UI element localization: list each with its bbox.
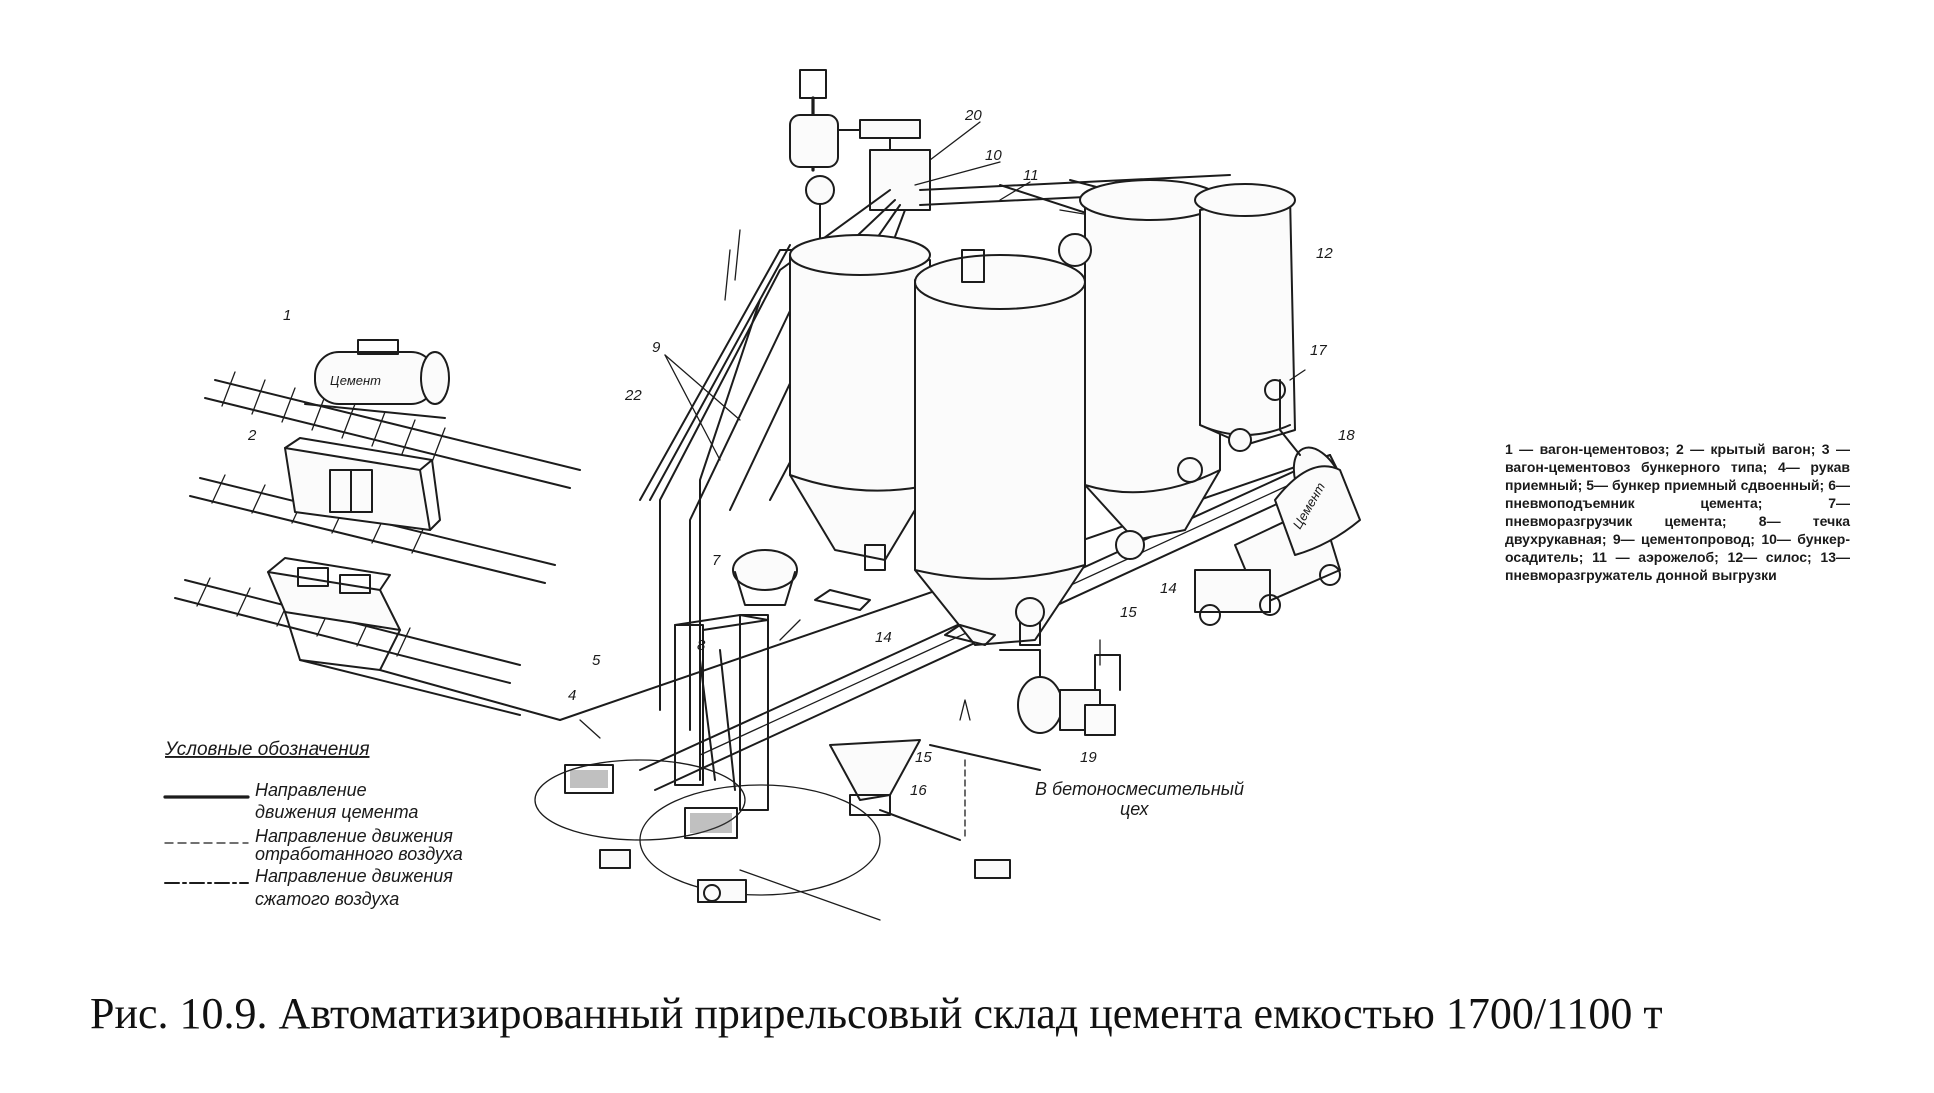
explanation-item: 1 — вагон-цементовоз; [1505, 441, 1676, 457]
callout-22: 22 [624, 387, 642, 404]
component-explanation: 1 — вагон-цементовоз; 2 — крытый вагон; … [1505, 440, 1850, 584]
callout-12: 12 [1316, 245, 1333, 262]
explanation-item: 5— бункер приемный сдвоенный; [1586, 477, 1829, 493]
legend-used-air-line-1: Направление движения [255, 826, 453, 846]
callout-9: 9 [652, 339, 661, 356]
rail-tracks [174, 371, 581, 684]
callout-15a: 15 [1120, 604, 1137, 621]
explanation-item: 8— течка двухрукавная; [1505, 513, 1850, 547]
callout-10: 10 [985, 147, 1002, 164]
explanation-item: 4— рукав приемный; [1505, 459, 1850, 493]
explanation-item: 13— пневморазгружатель донной выгрузки [1505, 549, 1850, 583]
silo-3 [1058, 179, 1221, 541]
callout-8: 8 [697, 637, 706, 654]
explanation-item: 12— силос; [1727, 549, 1821, 565]
silo-1 [789, 234, 931, 571]
ground-equipment [599, 849, 1011, 921]
cement-truck: Цемент [1194, 379, 1361, 626]
symbol-legend: Условные обозначения Направление движени… [163, 739, 463, 909]
callout-14b: 14 [1160, 580, 1177, 597]
covered-wagon [284, 437, 441, 531]
callout-4: 4 [568, 687, 576, 704]
destination-line-2: цех [1120, 799, 1150, 819]
explanation-item: 9— цементопровод; [1612, 531, 1762, 547]
explanation-item: 7— пневморазгрузчик цемента; [1505, 495, 1850, 529]
legend-used-air-line-2: отработанного воздуха [255, 844, 463, 864]
legend-cement-line-1: Направление [255, 780, 367, 800]
legend-title: Условные обозначения [164, 739, 369, 760]
compressor [999, 649, 1121, 736]
explanation-item: 2 — крытый вагон; [1675, 441, 1822, 457]
legend-compressed-air-line-2: сжатого воздуха [255, 889, 399, 909]
hopper-wagon [267, 557, 561, 721]
callout-15b: 15 [915, 749, 932, 766]
callout-2: 2 [247, 427, 257, 444]
flow-arrows [579, 369, 1306, 841]
explanation-item: 6— пневмоподъемник цемента; [1505, 477, 1850, 511]
figure-caption: Рис. 10.9. Автоматизированный прирельсов… [90, 989, 1663, 1038]
callout-numbers: 1 2 4 5 7 8 9 10 11 12 14 14 15 15 16 17… [247, 107, 1355, 799]
explanation-item: 10— бункер-осадитель; [1505, 531, 1850, 565]
legend-compressed-air-line-1: Направление движения [255, 866, 453, 886]
cement-tank-car: Цемент [304, 339, 450, 419]
receiving-hopper [534, 759, 881, 896]
callout-14a: 14 [875, 629, 892, 646]
bottom-unloaders [814, 428, 1252, 646]
callout-1: 1 [283, 307, 291, 324]
explanation-item: 11 — аэрожелоб; [1592, 549, 1728, 565]
callout-17: 17 [1310, 342, 1327, 359]
callout-16: 16 [910, 782, 927, 799]
rail-car-tank-label: Цемент [330, 373, 381, 388]
pneumatic-lift-frame [674, 549, 798, 811]
silo-2 [914, 249, 1086, 646]
callout-5: 5 [592, 652, 601, 669]
callout-11: 11 [1023, 167, 1039, 184]
callout-19: 19 [1080, 749, 1097, 766]
destination-label: В бетоносмесительный цех [929, 744, 1244, 819]
explanation-item: 3 — вагон-цементовоз бункерного типа; [1505, 441, 1850, 475]
destination-line-1: В бетоносмесительный [1035, 779, 1244, 799]
callout-7: 7 [712, 552, 721, 569]
legend-cement-line-2: движения цемента [255, 802, 418, 822]
callout-20: 20 [964, 107, 982, 124]
delivery-hopper [829, 739, 961, 841]
callout-18: 18 [1338, 427, 1355, 444]
